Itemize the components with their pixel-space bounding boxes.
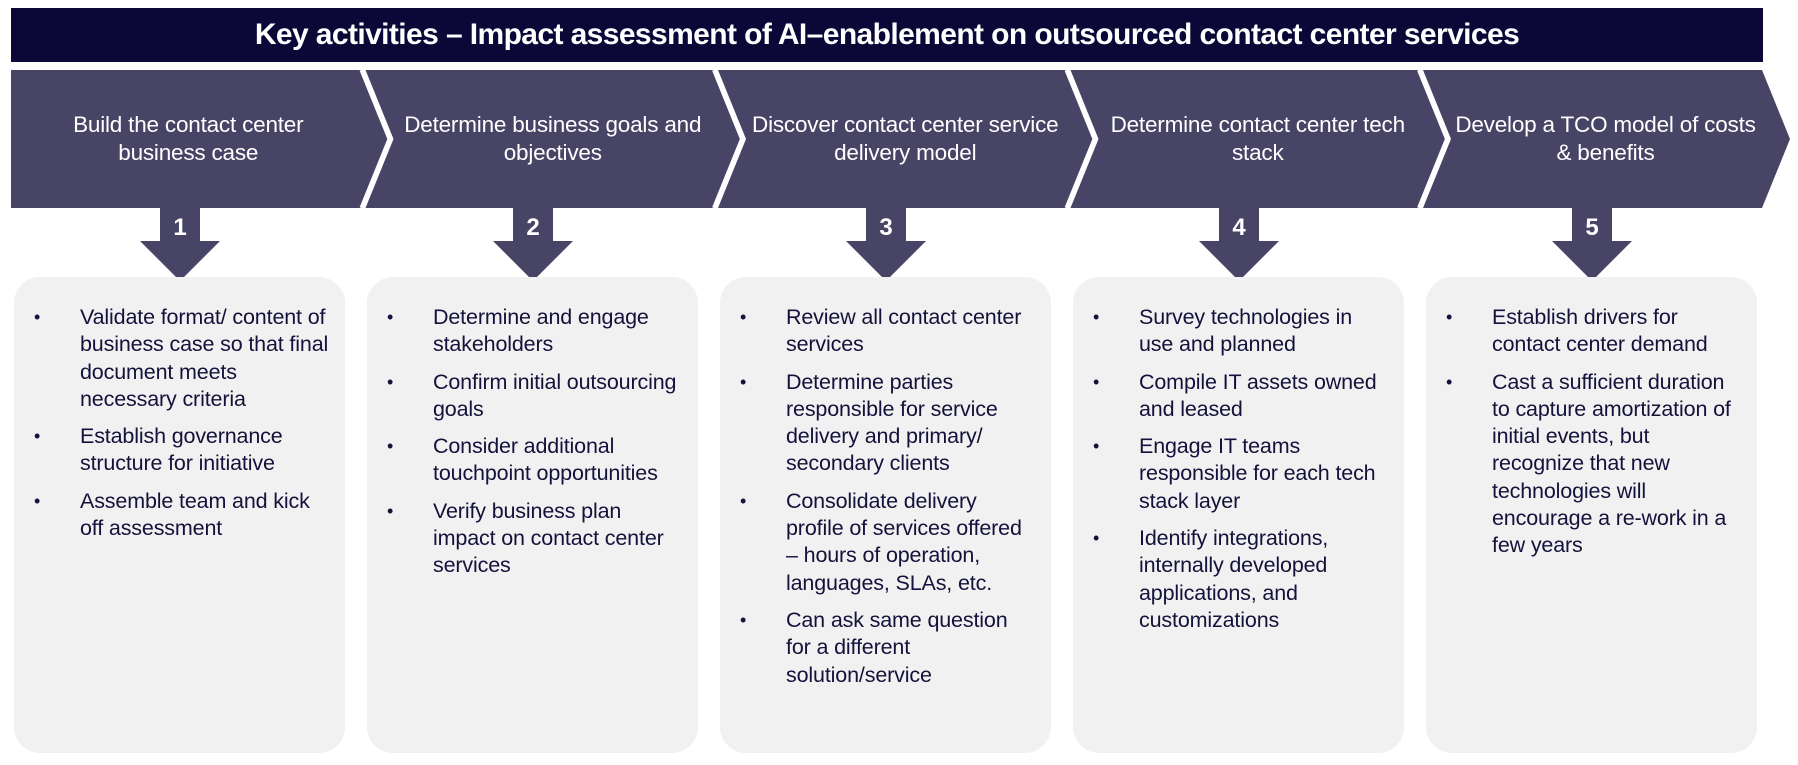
bullet-text: Survey technologies in use and planned [1139, 305, 1353, 357]
chevron-step-5 [1423, 70, 1790, 208]
step-heading: Develop a TCO model of costs & benefits [1455, 112, 1756, 165]
chevron-divider [1064, 69, 1097, 209]
list-item: • Establish governance structure for init… [34, 423, 331, 478]
bullet-text: Establish drivers for contact center dem… [1492, 305, 1708, 357]
bullet-icon: • [387, 371, 394, 392]
chevron-divider [712, 69, 745, 209]
list-item: • Consider additional touchpoint opportun… [387, 433, 684, 488]
bullet-text: Consolidate delivery profile of services… [786, 488, 1022, 595]
bullet-text: Can ask same question for a different so… [786, 607, 1008, 687]
step-detail-box: • Review all contact center services • Dete… [720, 277, 1051, 753]
bullet-icon: • [1093, 528, 1100, 549]
step-number: 4 [1232, 214, 1246, 241]
bullet-icon: • [1446, 307, 1453, 327]
step-heading: Determine business goals and objectives [404, 112, 702, 165]
bullet-icon: • [740, 307, 747, 327]
list-item: • Identify integrations, internally devel… [1093, 525, 1390, 634]
page-title: Key activities – Impact assessment of AI… [254, 18, 1520, 51]
bullet-list: • Review all contact center services • Dete… [740, 304, 1037, 689]
step-detail-box: •Survey technologies in use and planned•… [1073, 277, 1404, 753]
bullet-text: Verify business plan impact on contact c… [433, 498, 664, 578]
bullet-icon: • [1446, 371, 1453, 392]
title-bar: Key activities – Impact assessment of AI… [11, 8, 1763, 62]
bullet-list: • Establish drivers for contact center de… [1446, 304, 1743, 560]
bullet-text: Consider additional touchpoint opportuni… [433, 434, 658, 486]
list-item: • Engage IT teams responsible for each te… [1093, 433, 1390, 515]
bullet-text: Compile IT assets owned and leased [1139, 369, 1377, 421]
down-arrow-icon [140, 207, 220, 281]
down-arrow-icon [846, 207, 926, 281]
step-number: 3 [879, 214, 893, 241]
bullet-icon: • [34, 307, 41, 327]
bullet-icon: • [1093, 307, 1100, 327]
step-number: 1 [173, 214, 187, 241]
bullet-text: Identify integrations, internally develo… [1139, 526, 1329, 632]
chevron-divider [359, 69, 392, 209]
chevron-step-3 [718, 70, 1095, 208]
list-item: • Survey technologies in use and planned [1093, 304, 1390, 359]
step-heading: Discover contact center service delivery… [752, 112, 1059, 165]
bullet-icon: • [34, 426, 41, 447]
bullet-text: Review all contact center services [786, 305, 1022, 357]
bullet-icon: • [387, 436, 394, 457]
process-flow [11, 69, 1790, 281]
bullet-text: Validate format/ content of business cas… [80, 305, 329, 411]
bullet-text: Assemble team and kick off assessment [80, 488, 310, 541]
chevron-step-4 [1070, 70, 1447, 208]
list-item: • Determine and engage stakeholders [387, 304, 684, 359]
down-arrow-icon [1199, 207, 1279, 281]
bullet-icon: • [387, 307, 394, 327]
bullet-icon: • [387, 500, 394, 521]
bullet-list: • Validate format/ content of business ca… [34, 304, 331, 542]
down-arrow-icon [1552, 207, 1632, 281]
chevron-divider [1417, 69, 1450, 209]
bullet-text: Determine and engage stakeholders [433, 305, 649, 357]
list-item: • Determine parties responsible for servi… [740, 369, 1037, 478]
list-item: • Assemble team and kick off assessment [34, 488, 331, 543]
bullet-icon: • [740, 371, 747, 392]
bullet-text: Confirm initial outsourcing goals [433, 369, 677, 421]
bullet-icon: • [740, 609, 747, 630]
down-arrow-icon [493, 207, 573, 281]
step-detail-box: • Establish drivers for contact center de… [1426, 277, 1757, 753]
step-detail-box: • Determine and engage stakeholders • Confi… [367, 277, 698, 753]
step-number: 5 [1585, 214, 1599, 241]
bullet-text: Engage IT teams responsible for each tec… [1139, 434, 1376, 513]
list-item: • Establish drivers for contact center de… [1446, 304, 1743, 359]
bullet-icon: • [1093, 436, 1100, 457]
list-item: • Consolidate delivery profile of service… [740, 488, 1037, 597]
bullet-text: Establish governance structure for initi… [80, 424, 283, 476]
bullet-text: Determine parties responsible for servic… [786, 369, 998, 476]
bullet-icon: • [34, 490, 41, 511]
list-item: • Review all contact center services [740, 304, 1037, 359]
chevron-step-2 [365, 70, 742, 208]
step-heading: Build the contact center business case [73, 112, 304, 165]
bullet-icon: • [740, 490, 747, 511]
bullet-list: •Survey technologies in use and planned•… [1093, 304, 1390, 634]
list-item: • Verify business plan impact on contact … [387, 498, 684, 580]
step-heading: Determine contact center tech stack [1110, 112, 1406, 165]
list-item: • Cast a sufficient duration to capture a… [1446, 369, 1743, 560]
bullet-icon: • [1093, 371, 1100, 392]
list-item: • Can ask same question for a different s… [740, 607, 1037, 689]
step-detail-box: • Validate format/ content of business ca… [14, 277, 345, 753]
list-item: • Validate format/ content of business ca… [34, 304, 331, 413]
step-number: 2 [526, 214, 540, 241]
list-item: • Confirm initial outsourcing goals [387, 369, 684, 424]
chevron-step-1 [11, 70, 390, 208]
list-item: • Compile IT assets owned and leased [1093, 369, 1390, 424]
bullet-list: • Determine and engage stakeholders • Confi… [387, 304, 684, 580]
bullet-text: Cast a sufficient duration to capture am… [1492, 369, 1731, 558]
